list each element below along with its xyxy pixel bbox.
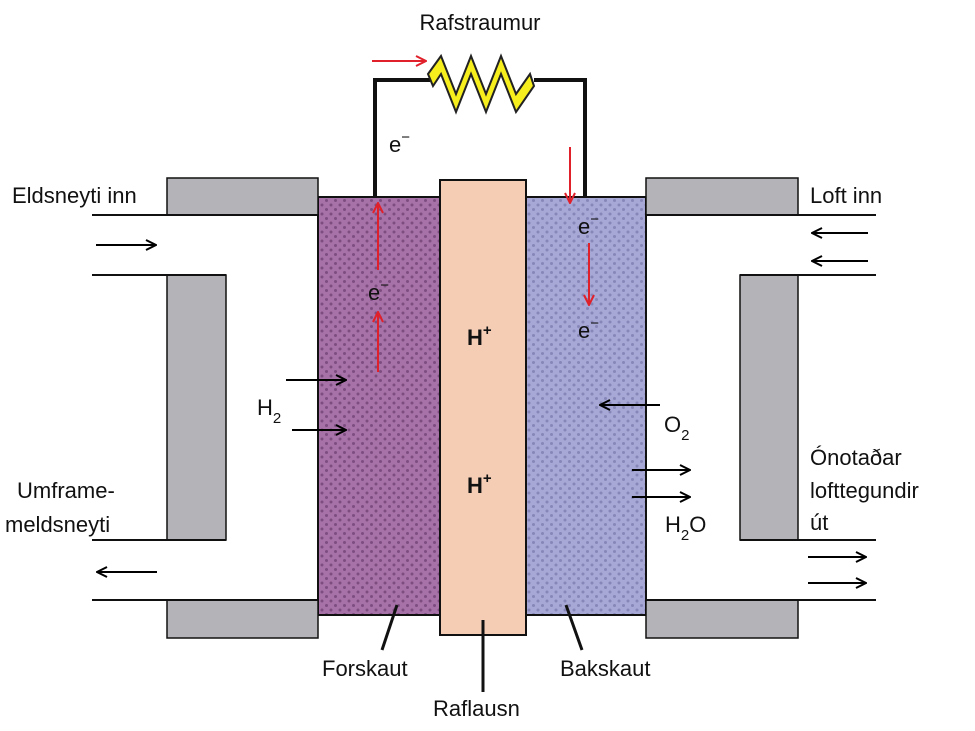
electron-label-cathode-upper: e− <box>578 211 599 239</box>
electron-label-cathode-lower: e− <box>578 315 599 343</box>
resistor-icon <box>426 53 536 115</box>
air-in-label: Loft inn <box>810 183 882 208</box>
cathode-label: Bakskaut <box>560 656 651 681</box>
electron-label-anode: e− <box>368 277 389 305</box>
anode-plate-middle <box>166 274 227 541</box>
anode-plate-bottom <box>166 599 319 639</box>
anode-label: Forskaut <box>322 656 408 681</box>
external-circuit-wire <box>373 78 587 197</box>
fuel-in-label: Eldsneyti inn <box>12 183 137 208</box>
cathode-plate-middle <box>739 274 799 541</box>
leader-lines <box>380 604 584 692</box>
air-channel-lines <box>646 214 876 601</box>
electrolyte-label: Raflausn <box>433 696 520 721</box>
fuel-channel-lines <box>92 214 318 601</box>
cathode-plate-top <box>645 177 799 216</box>
anode-plate-top <box>166 177 319 216</box>
excess-fuel-label-line1: Umframe- <box>17 478 115 503</box>
excess-fuel-label-line2: meldsneyti <box>5 512 110 537</box>
electron-label-wire: e− <box>389 129 410 157</box>
electrolyte-membrane <box>439 179 527 636</box>
oxygen-label: O2 <box>664 412 689 444</box>
hydrogen-ion-label-lower: H+ <box>467 470 492 498</box>
unused-gas-label-line2: lofttegundir <box>810 478 919 503</box>
hydrogen-ion-label-upper: H+ <box>467 322 492 350</box>
cathode-plate-bottom <box>645 599 799 639</box>
hydrogen-label: H2 <box>257 395 281 427</box>
unused-gas-label-line1: Ónotaðar <box>810 445 902 470</box>
current-label: Rafstraumur <box>419 10 540 35</box>
water-label: H2O <box>665 512 706 544</box>
unused-gas-label-line3: út <box>810 510 828 535</box>
